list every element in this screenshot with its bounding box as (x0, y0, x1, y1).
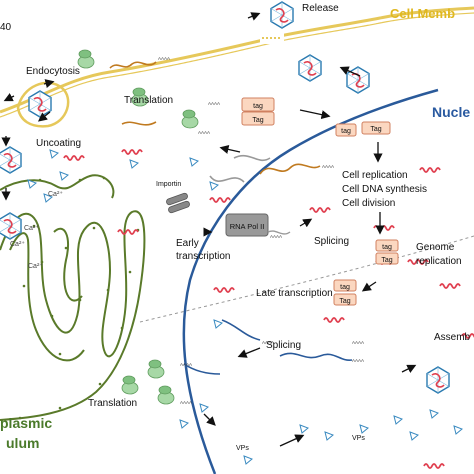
svg-text:tag: tag (341, 128, 351, 135)
early-transcription-label: transcription (176, 251, 230, 262)
svg-text:tag: tag (340, 284, 350, 291)
svg-text:Tag: Tag (252, 117, 263, 124)
ribosome-icon (157, 385, 175, 405)
released-virion-icon (270, 1, 294, 29)
splicing-label-top: Splicing (314, 236, 349, 247)
cell-replication-label: Cell replication (342, 170, 408, 181)
genome-replication-label: replication (416, 256, 462, 267)
uncoating-label: Uncoating (36, 138, 81, 149)
importin-icon (166, 192, 190, 214)
polya-label: AAAA (262, 340, 274, 345)
cell-division-label: Cell division (342, 198, 395, 209)
late-transcription-label: Late transcription (256, 288, 333, 299)
calcium-label: Ca²⁺ (24, 225, 39, 232)
virion-near-membrane-icon (298, 54, 322, 82)
polya-label: AAAA (208, 101, 220, 106)
ribosome-icon (181, 109, 199, 129)
capsid-fragments (27, 149, 463, 465)
assembly-label: Assemb (434, 332, 471, 343)
polya-label: AAAA (180, 362, 192, 367)
calcium-label: Ca²⁺ (10, 241, 25, 248)
process-arrows (1, 12, 417, 447)
svg-text:tag: tag (382, 244, 392, 251)
rna-pol-ii-box (225, 213, 269, 237)
cell-dna-synthesis-label: Cell DNA synthesis (342, 184, 427, 195)
er-title: plasmic (0, 415, 52, 431)
cell-membrane (0, 6, 474, 114)
uncoating-virion-icon (0, 146, 22, 174)
tag-boxes: tag Tag tag Tag tag Tag tag Tag (241, 97, 399, 306)
endoplasmic-reticulum (0, 174, 146, 421)
vps-label: VPs (236, 445, 249, 452)
translation-label-bottom: Translation (88, 398, 137, 409)
nuclear-virion-icon (346, 66, 370, 94)
sv40-label: 40 (0, 22, 12, 33)
calcium-label: Ca²⁺ (28, 263, 43, 270)
polya-label: AAAA (322, 164, 334, 169)
splicing-label-bottom: Splicing (266, 340, 301, 351)
svg-text:Tag: Tag (339, 298, 350, 305)
polya-label: AAAA (352, 340, 364, 345)
endocytic-pit (16, 81, 70, 128)
calcium-label: Ca²⁺ (48, 191, 63, 198)
polya-label: AAAA (180, 400, 192, 405)
endocytosis-label: Endocytosis (26, 66, 80, 77)
assembled-virion-icon (426, 366, 450, 394)
polya-label: AAAA (352, 358, 364, 363)
svg-text:Tag: Tag (370, 126, 381, 133)
ribosome-icon (121, 375, 139, 395)
svg-text:tag: tag (253, 103, 263, 110)
ribosome-icon (147, 359, 165, 379)
er-title: ulum (6, 435, 39, 451)
polya-label: AAAA (270, 234, 282, 239)
nucleus-title: Nucle (432, 104, 470, 120)
vps-label: VPs (352, 435, 365, 442)
er-virion-icon (0, 212, 22, 240)
importin-label: Importin (156, 181, 181, 188)
nuclear-envelope (182, 88, 439, 474)
polya-label: AAAA (198, 130, 210, 135)
cell-membrane-title: Cell Memb (390, 6, 455, 21)
genome-replication-label: Genome (416, 242, 455, 253)
svg-text:Tag: Tag (381, 257, 392, 264)
translation-label-top: Translation (124, 95, 173, 106)
polya-label: AAAA (158, 56, 170, 61)
release-label: Release (302, 3, 339, 14)
rna-pol-ii-label: RNA Pol II (230, 222, 265, 231)
early-transcription-label: Early (176, 238, 199, 249)
mrna-strands (109, 61, 353, 375)
ribosome-icon (77, 49, 95, 69)
